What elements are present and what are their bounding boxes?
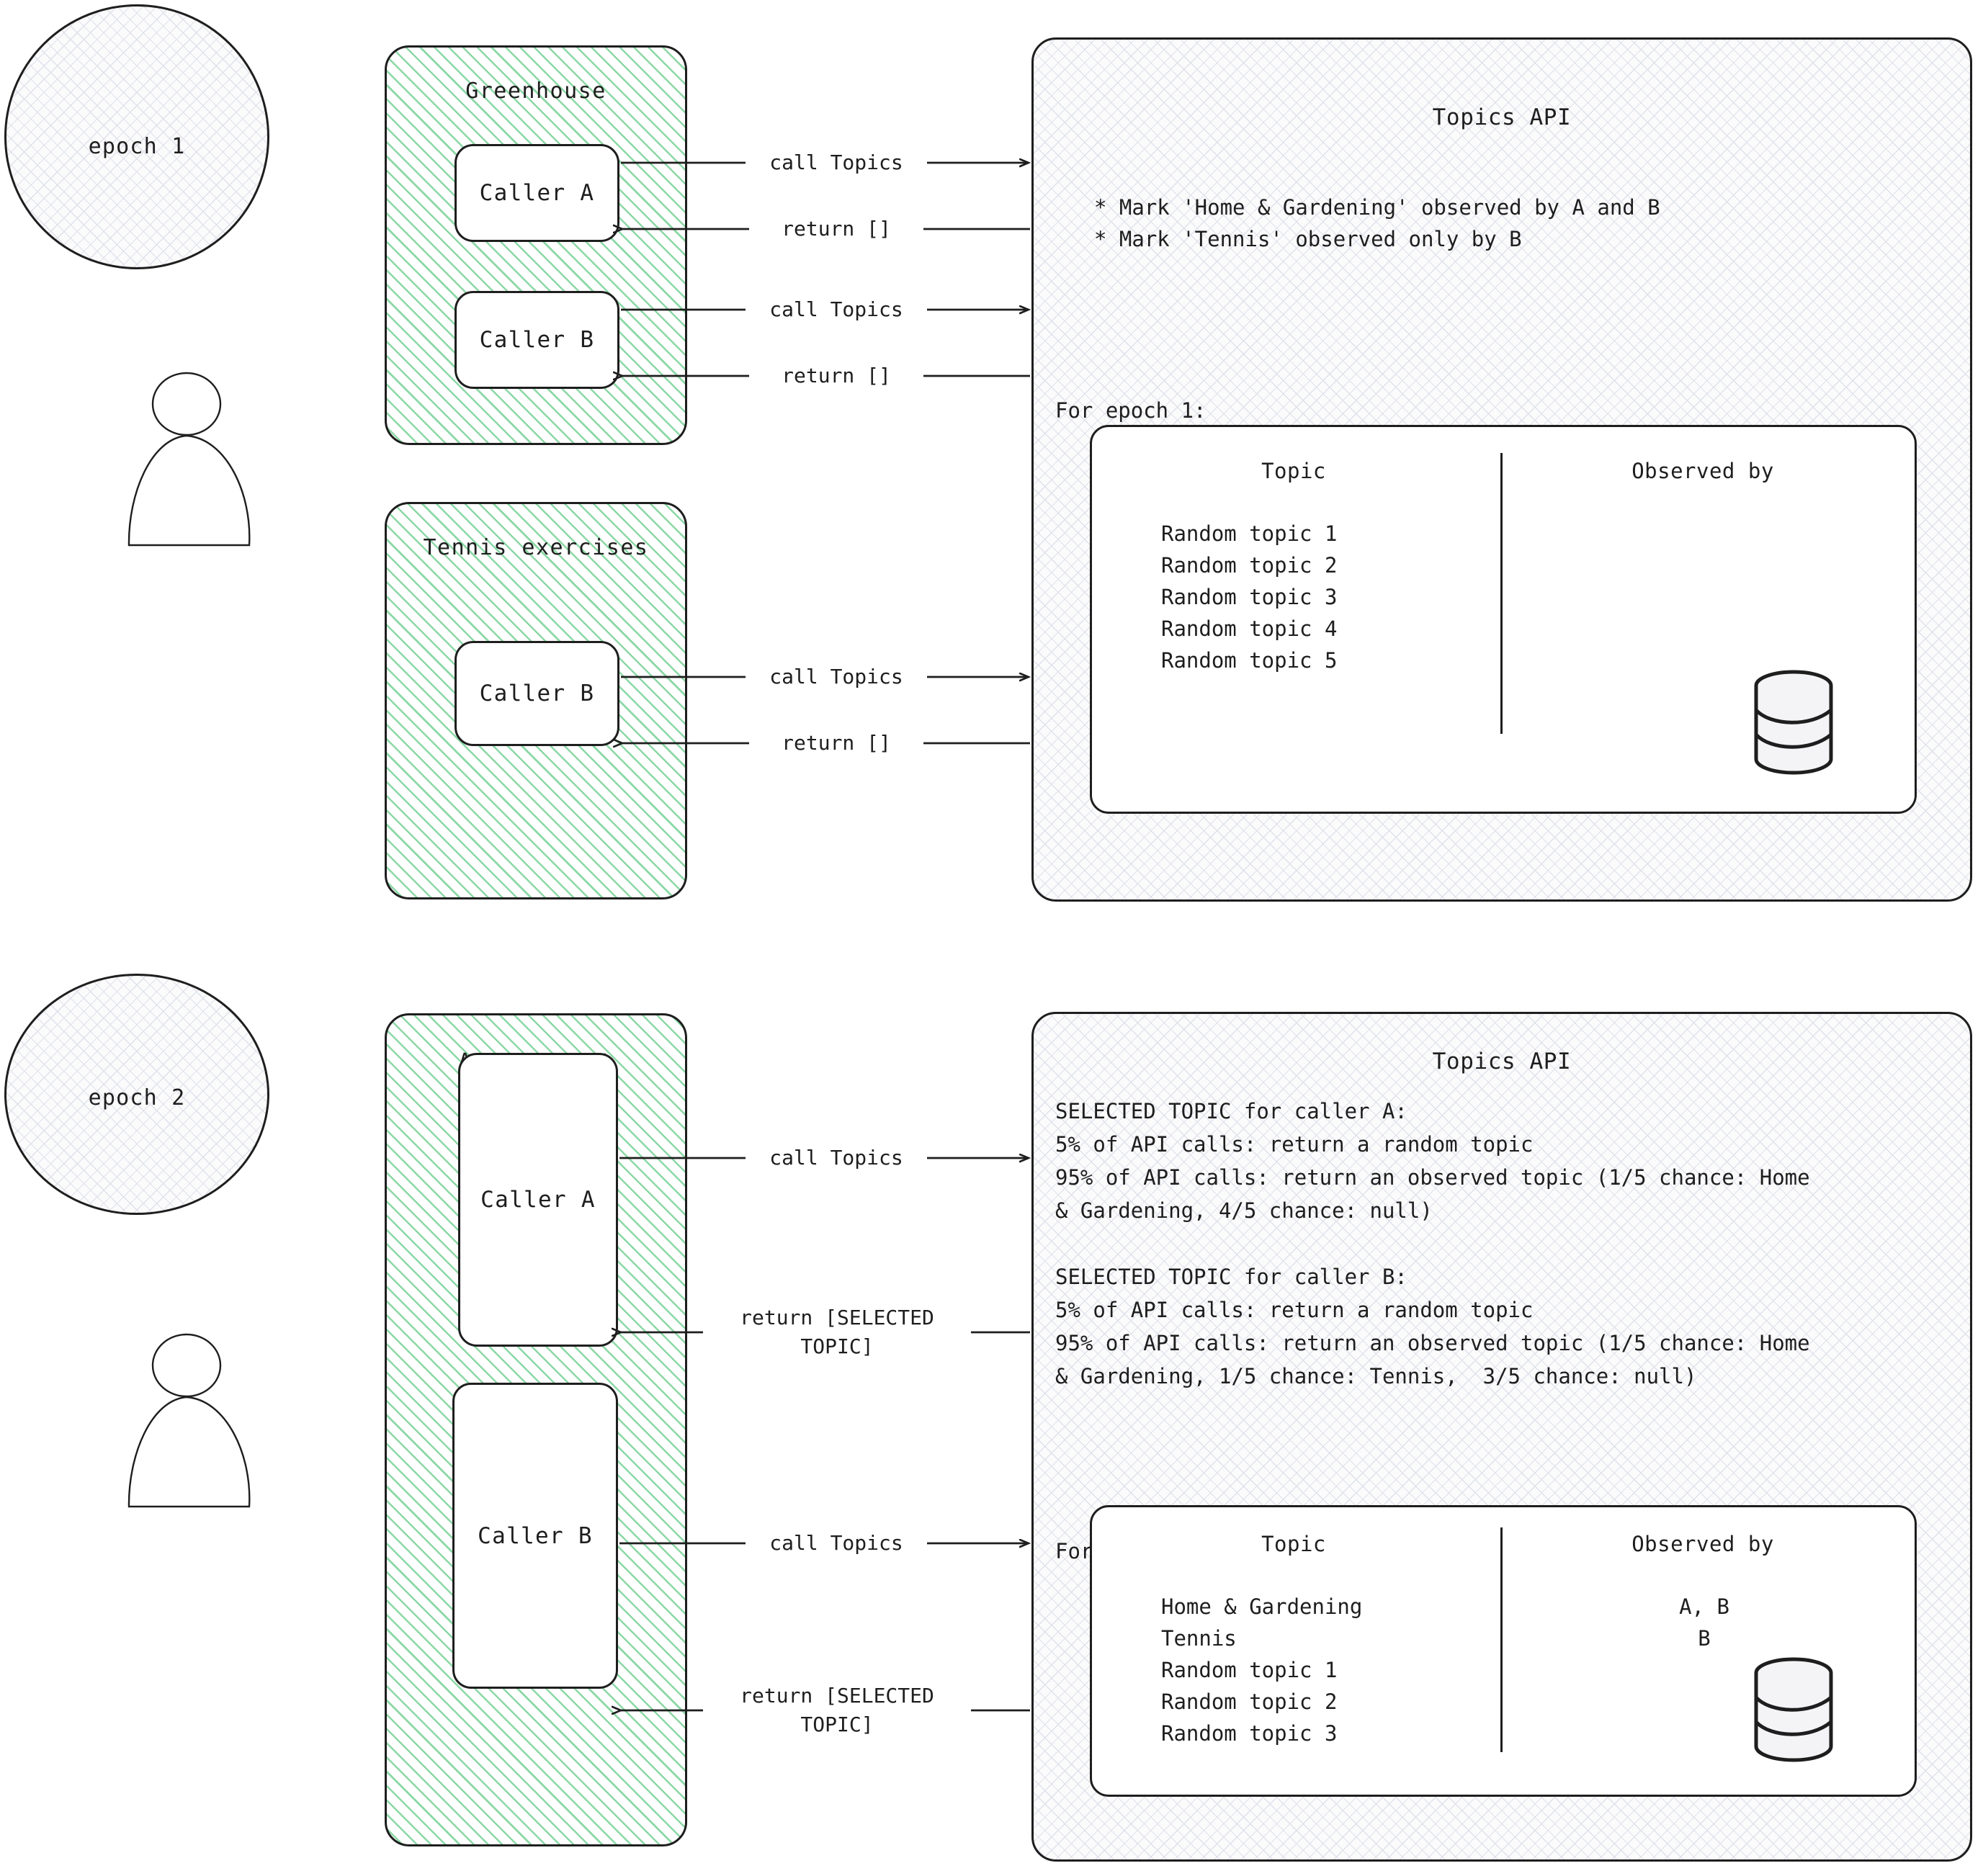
arrow-label-return-selected-topic-b2: return [SELECTED TOPIC] — [703, 1303, 971, 1361]
group-greenhouse: Greenhouse — [385, 45, 687, 445]
arrow-label-return-a6: return [] — [749, 729, 923, 758]
group-tennis-exercises-title: Tennis exercises — [423, 535, 649, 560]
panel-topics-api-epoch-1-table-caption: For epoch 1: — [1055, 398, 1207, 423]
node-label: Caller A — [480, 1187, 596, 1213]
table-epoch-2-col-observed-by: Observed by — [1631, 1532, 1774, 1556]
epoch-2-badge-label: epoch 2 — [88, 1085, 186, 1110]
table-epoch-1-col-topic: Topic — [1261, 459, 1326, 483]
table-epoch-2-col-topic: Topic — [1261, 1532, 1326, 1556]
group-greenhouse-title: Greenhouse — [465, 78, 606, 104]
arrow-label-return-selected-topic-b4: return [SELECTED TOPIC] — [703, 1682, 971, 1739]
node-caller-a-any-context[interactable]: Caller A — [458, 1053, 618, 1347]
table-epoch-2-observed-by: A, B B — [1679, 1594, 1729, 1651]
table-epoch-1: Topic Observed by Random topic 1 Random … — [1090, 425, 1917, 814]
arrow-label-call-topics-b1: call Topics — [746, 1144, 927, 1172]
arrow-label-return-a4: return [] — [749, 362, 923, 390]
node-caller-b-tennis[interactable]: Caller B — [455, 641, 619, 746]
table-epoch-2: Topic Observed by Home & Gardening Tenni… — [1090, 1505, 1917, 1797]
arrow-label-return-a2: return [] — [749, 215, 923, 243]
arrow-label-call-topics-a1: call Topics — [746, 148, 927, 177]
panel-topics-api-epoch-1-title: Topics API — [1432, 104, 1572, 130]
table-epoch-1-divider — [1500, 453, 1503, 734]
table-epoch-1-col-observed-by: Observed by — [1631, 459, 1774, 483]
database-cylinder-icon — [1754, 670, 1833, 775]
user-person-icon — [127, 372, 251, 547]
node-label: Caller B — [479, 327, 595, 353]
table-epoch-2-topics: Home & Gardening Tennis Random topic 1 R… — [1161, 1594, 1363, 1746]
arrow-label-call-topics-b3: call Topics — [746, 1529, 927, 1558]
table-epoch-2-divider — [1500, 1527, 1503, 1752]
epoch-1-badge-label: epoch 1 — [88, 134, 186, 159]
node-label: Caller B — [479, 681, 595, 706]
node-caller-b-greenhouse[interactable]: Caller B — [455, 291, 619, 389]
epoch-1-badge: epoch 1 — [4, 4, 269, 269]
panel-topics-api-epoch-2-rules: SELECTED TOPIC for caller A: 5% of API c… — [1055, 1099, 1810, 1388]
node-caller-b-any-context[interactable]: Caller B — [452, 1383, 618, 1689]
table-epoch-1-topics: Random topic 1 Random topic 2 Random top… — [1161, 521, 1338, 673]
user-person-icon — [127, 1333, 251, 1508]
epoch-2-badge: epoch 2 — [4, 974, 269, 1215]
node-caller-a-greenhouse[interactable]: Caller A — [455, 144, 619, 242]
panel-topics-api-epoch-1-bullets: * Mark 'Home & Gardening' observed by A … — [1094, 195, 1660, 251]
node-label: Caller B — [478, 1522, 593, 1549]
panel-topics-api-epoch-2-title: Topics API — [1432, 1049, 1572, 1074]
arrow-label-call-topics-a5: call Topics — [746, 663, 927, 691]
arrow-label-call-topics-a3: call Topics — [746, 295, 927, 324]
database-cylinder-icon — [1754, 1657, 1833, 1762]
node-label: Caller A — [479, 180, 595, 206]
